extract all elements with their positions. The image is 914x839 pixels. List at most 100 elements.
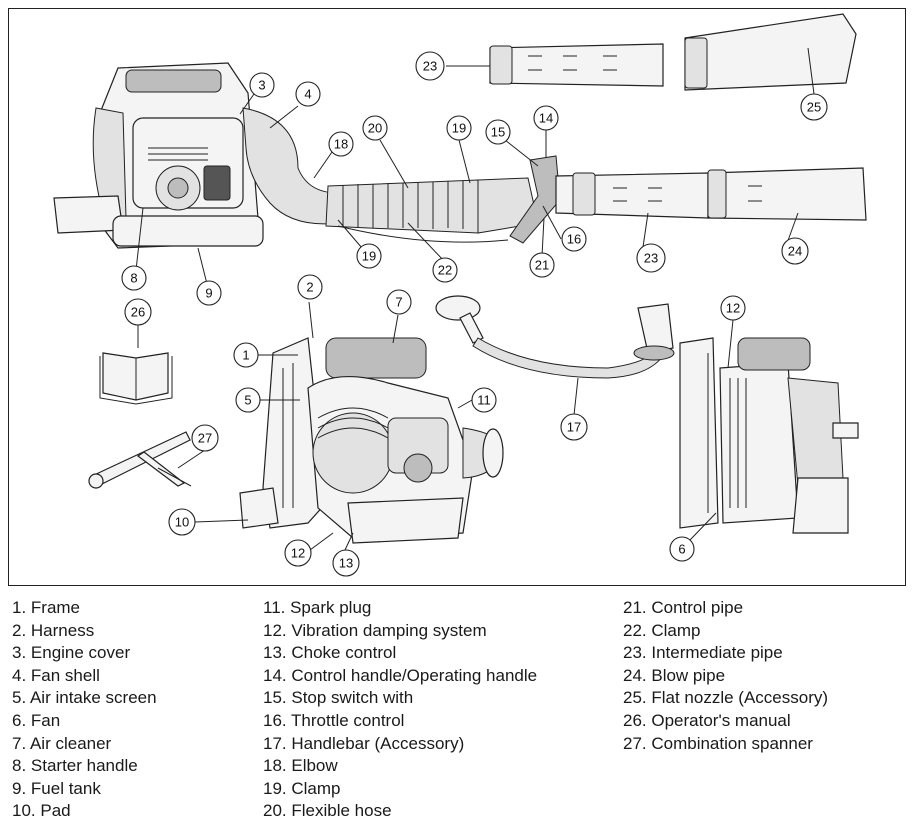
legend-item: 9. Fuel tank [12,778,101,798]
callout-22: 22 [432,257,458,283]
legend-item: 21. Control pipe [623,598,744,617]
flat-nozzle-top [684,13,857,91]
svg-text:23: 23 [423,59,437,74]
legend-item: 7. Air cleaner [12,733,112,753]
callout-18: 18 [328,131,354,157]
legend-item: 1. Frame [12,598,81,617]
callout-20: 20 [362,115,388,141]
operators-manual-icon [99,352,173,405]
svg-text:19: 19 [362,249,376,264]
callout-2: 2 [297,274,323,300]
callout-12-right: 12 [720,295,746,321]
legend-item: 27. Combination spanner [623,733,813,753]
callout-3: 3 [249,72,275,98]
callout-17: 17 [560,413,588,441]
svg-text:26: 26 [131,305,145,320]
callout-25: 25 [800,93,828,121]
svg-text:12: 12 [291,546,305,561]
parts-diagram: 3 4 18 20 19 15 14 23 25 16 21 22 19 23 … [8,8,906,586]
svg-text:18: 18 [334,137,348,152]
svg-text:11: 11 [477,393,491,408]
callout-12-center: 12 [284,539,312,567]
svg-text:13: 13 [339,556,353,571]
legend-item: 2. Harness [12,620,95,640]
svg-text:3: 3 [258,78,265,93]
legend-item: 13. Choke control [263,643,397,663]
legend-item: 12. Vibration damping system [263,620,487,640]
legend-item: 4. Fan shell [12,665,100,685]
legend-item: 25. Flat nozzle (Accessory) [623,688,829,708]
callout-21: 21 [529,252,555,278]
legend-column-3: 21. Control pipe 22. Clamp 23. Intermedi… [623,597,828,755]
callout-24: 24 [781,237,809,265]
callout-11: 11 [471,387,497,413]
svg-text:22: 22 [438,263,452,278]
callout-8: 8 [121,265,147,291]
callout-19-top: 19 [446,115,472,141]
legend-column-2: 11. Spark plug 12. Vibration damping sys… [263,597,537,823]
callout-13: 13 [332,549,360,577]
svg-text:25: 25 [807,100,821,115]
legend-item: 18. Elbow [263,756,338,776]
svg-text:19: 19 [452,121,466,136]
svg-text:27: 27 [198,431,212,446]
callout-5: 5 [235,387,261,413]
diagram-border [8,8,906,586]
legend-item: 5. Air intake screen [12,688,157,708]
handlebar-accessory [435,295,675,379]
svg-text:2: 2 [306,280,313,295]
legend-item: 20. Flexible hose [263,801,392,821]
svg-text:1: 1 [242,348,249,363]
callout-7: 7 [386,289,412,315]
callout-19-bottom: 19 [356,243,382,269]
engine-unit-center [239,337,504,544]
legend-item: 16. Throttle control [263,710,405,730]
svg-text:6: 6 [678,542,685,557]
svg-text:20: 20 [368,121,382,136]
callout-23-bottom: 23 [636,243,666,273]
svg-text:5: 5 [244,393,251,408]
svg-text:8: 8 [130,271,137,286]
callout-14: 14 [533,105,559,131]
legend-item: 15. Stop switch with [263,688,414,708]
svg-text:14: 14 [539,111,553,126]
svg-text:15: 15 [491,125,505,140]
callout-4: 4 [295,81,321,107]
callout-27: 27 [191,424,219,452]
legend-item: 17. Handlebar (Accessory) [263,733,465,753]
svg-text:9: 9 [205,286,212,301]
combination-spanner-icon [88,431,192,489]
svg-text:4: 4 [304,87,311,102]
blower-assembly-top [53,62,867,249]
legend-item: 8. Starter handle [12,756,138,776]
svg-text:7: 7 [395,295,402,310]
legend-item: 24. Blow pipe [623,665,726,685]
callout-9: 9 [196,280,222,306]
intermediate-pipe-top [489,43,664,87]
svg-text:16: 16 [567,232,581,247]
callout-23-top: 23 [415,51,445,81]
svg-text:21: 21 [535,258,549,273]
legend-item: 10. Pad [12,801,71,821]
legend-item: 19. Clamp [263,778,341,798]
callout-1: 1 [233,342,259,368]
svg-text:23: 23 [644,251,658,266]
svg-text:10: 10 [175,515,189,530]
legend-item: 23. Intermediate pipe [623,643,783,663]
svg-text:12: 12 [726,301,740,316]
callout-10: 10 [168,508,196,536]
legend-item: 26. Operator's manual [623,710,791,730]
svg-text:17: 17 [567,420,581,435]
callout-16: 16 [561,226,587,252]
legend-item: 11. Spark plug [263,598,372,617]
svg-text:24: 24 [788,244,802,259]
legend-column-1: 1. Frame 2. Harness 3. Engine cover 4. F… [12,597,157,823]
legend-item: 3. Engine cover [12,643,131,663]
callout-15: 15 [485,119,511,145]
leader-lines [135,47,815,551]
callout-26: 26 [124,298,152,326]
callout-6: 6 [669,536,695,562]
legend-item: 22. Clamp [623,620,701,640]
legend-item: 6. Fan [12,710,61,730]
engine-unit-right [679,337,859,534]
